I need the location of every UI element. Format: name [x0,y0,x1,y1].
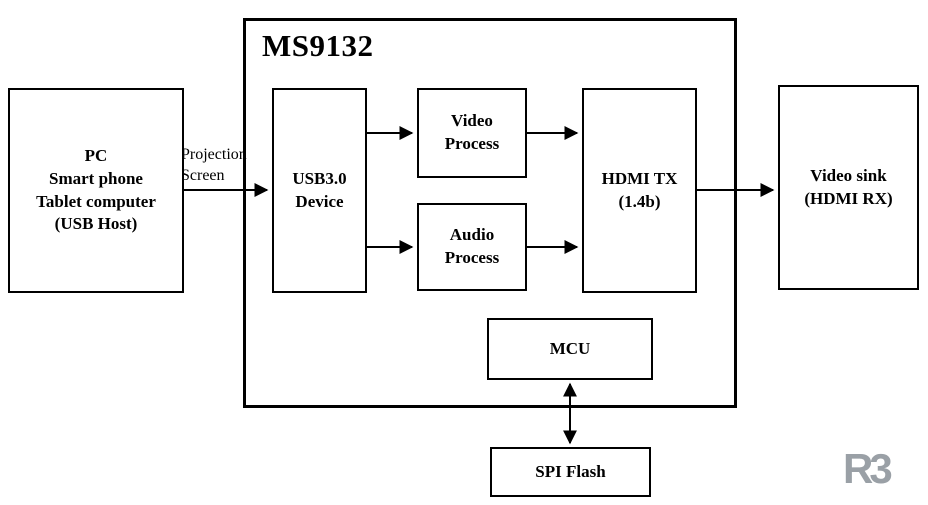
node-video-process: Video Process [417,88,527,178]
chip-title: MS9132 [262,28,374,63]
chip-boundary-box [243,18,737,408]
edge-label-projection-screen: Projection Screen [181,146,247,184]
node-mcu: MCU [487,318,653,380]
node-audio-process: Audio Process [417,203,527,291]
rb-watermark-logo: R3 [843,445,893,492]
node-spi-flash: SPI Flash [490,447,651,497]
node-video-sink: Video sink (HDMI RX) [778,85,919,290]
node-hdmi-tx: HDMI TX (1.4b) [582,88,697,293]
node-usb-host: PC Smart phone Tablet computer (USB Host… [8,88,184,293]
node-usb30-device: USB3.0 Device [272,88,367,293]
